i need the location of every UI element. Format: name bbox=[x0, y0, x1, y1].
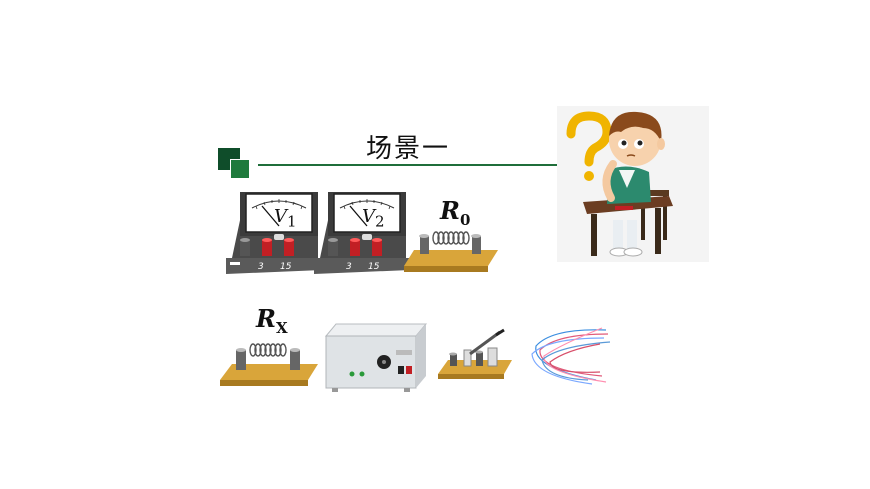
title-square-light bbox=[230, 159, 250, 179]
question-mark-icon bbox=[566, 111, 612, 181]
thinking-boy-icon bbox=[557, 106, 709, 262]
page-title: 场景一 bbox=[366, 134, 451, 164]
voltmeter-2-label: V2 bbox=[362, 206, 385, 231]
voltmeter-1-icon bbox=[226, 192, 322, 274]
rx-label: RX bbox=[256, 304, 288, 337]
switch-icon bbox=[438, 328, 512, 379]
resistor-r0-icon bbox=[404, 231, 498, 272]
voltmeter-1-label: V1 bbox=[274, 206, 297, 231]
terminal-3-label-1: 3 bbox=[258, 262, 264, 272]
r0-label: R0 bbox=[440, 196, 471, 229]
terminal-15-label-2: 15 bbox=[368, 262, 380, 272]
resistor-rx-icon bbox=[220, 343, 318, 386]
title-row: 场景一 bbox=[218, 122, 568, 182]
title-line bbox=[258, 164, 563, 166]
terminal-15-label-1: 15 bbox=[280, 262, 292, 272]
voltmeter-2-icon bbox=[314, 192, 410, 274]
terminal-3-label-2: 3 bbox=[346, 262, 352, 272]
power-supply-icon bbox=[324, 323, 428, 392]
wires-icon bbox=[531, 327, 611, 385]
